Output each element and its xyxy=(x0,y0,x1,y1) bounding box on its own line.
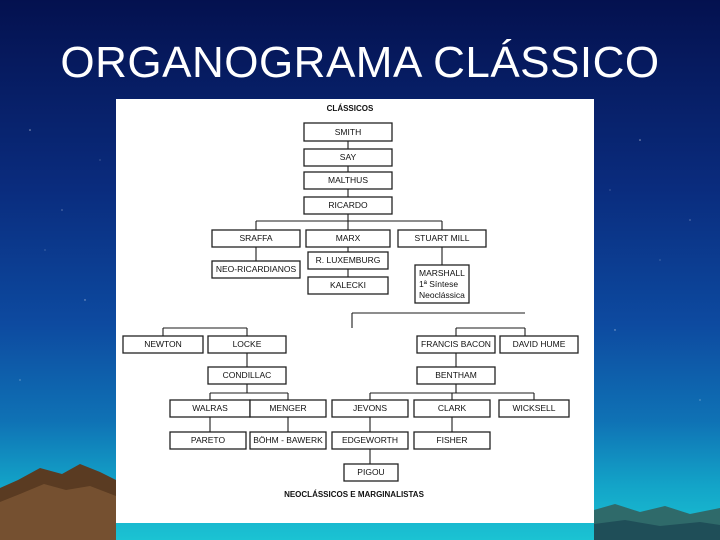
node-label: CLARK xyxy=(438,403,467,413)
node-label: NEWTON xyxy=(144,339,182,349)
node-label: FISHER xyxy=(436,435,467,445)
node-kalecki: KALECKI xyxy=(307,276,389,295)
node-label: SMITH xyxy=(335,127,361,137)
node-label: PARETO xyxy=(191,435,226,445)
node-malthus: MALTHUS xyxy=(303,171,393,190)
mountain-landscape-background xyxy=(0,464,720,540)
node-bohm-bawerk: BÖHM - BAWERK xyxy=(249,431,327,450)
node-walras: WALRAS xyxy=(169,399,251,418)
node-wicksell: WICKSELL xyxy=(498,399,570,418)
node-label: MENGER xyxy=(269,403,306,413)
slide-title: ORGANOGRAMA CLÁSSICO xyxy=(60,38,660,87)
node-pigou: PIGOU xyxy=(343,463,399,482)
node-label: RICARDO xyxy=(328,200,368,210)
node-label: 1ª Síntese xyxy=(419,279,458,289)
classics-caption: CLÁSSICOS xyxy=(327,104,374,113)
node-label: PIGOU xyxy=(357,467,384,477)
node-label: MARSHALL xyxy=(419,268,465,278)
node-label: NEO-RICARDIANOS xyxy=(216,264,297,274)
node-pareto: PARETO xyxy=(169,431,247,450)
node-francis-bacon: FRANCIS BACON xyxy=(416,335,496,354)
node-label: FRANCIS BACON xyxy=(421,339,491,349)
node-label: CONDILLAC xyxy=(223,370,272,380)
connectors xyxy=(162,141,535,464)
node-jevons: JEVONS xyxy=(331,399,409,418)
node-label: BENTHAM xyxy=(435,370,477,380)
node-label: DAVID HUME xyxy=(513,339,566,349)
node-label: EDGEWORTH xyxy=(342,435,398,445)
organogram-panel: CLÁSSICOS NEOCLÁSSICOS E MARGINALISTAS S… xyxy=(116,99,594,523)
node-luxemburg: R. LUXEMBURG xyxy=(307,251,389,270)
node-bentham: BENTHAM xyxy=(416,366,496,385)
node-label: KALECKI xyxy=(330,280,366,290)
node-label: STUART MILL xyxy=(415,233,470,243)
node-newton: NEWTON xyxy=(122,335,204,354)
node-neo-ricardianos: NEO-RICARDIANOS xyxy=(211,260,301,279)
node-menger: MENGER xyxy=(249,399,327,418)
node-label: WALRAS xyxy=(192,403,228,413)
node-label: BÖHM - BAWERK xyxy=(253,435,323,445)
node-marshall: MARSHALL 1ª Síntese Neoclássica xyxy=(414,264,470,304)
node-say: SAY xyxy=(303,148,393,167)
node-clark: CLARK xyxy=(413,399,491,418)
node-label: R. LUXEMBURG xyxy=(316,255,381,265)
node-label: SAY xyxy=(340,152,357,162)
node-locke: LOCKE xyxy=(207,335,287,354)
node-marx: MARX xyxy=(305,229,391,248)
node-stuart-mill: STUART MILL xyxy=(397,229,487,248)
node-label: SRAFFA xyxy=(239,233,272,243)
node-edgeworth: EDGEWORTH xyxy=(331,431,409,450)
node-label: MALTHUS xyxy=(328,175,368,185)
node-label: WICKSELL xyxy=(513,403,556,413)
node-condillac: CONDILLAC xyxy=(207,366,287,385)
node-label: MARX xyxy=(336,233,361,243)
node-fisher: FISHER xyxy=(413,431,491,450)
node-david-hume: DAVID HUME xyxy=(499,335,579,354)
node-smith: SMITH xyxy=(303,122,393,142)
neoclassics-caption: NEOCLÁSSICOS E MARGINALISTAS xyxy=(284,490,425,499)
node-label: JEVONS xyxy=(353,403,387,413)
organogram-diagram: CLÁSSICOS NEOCLÁSSICOS E MARGINALISTAS S… xyxy=(122,104,579,499)
node-label: LOCKE xyxy=(233,339,262,349)
node-label: Neoclássica xyxy=(419,290,465,300)
node-ricardo: RICARDO xyxy=(303,196,393,215)
node-sraffa: SRAFFA xyxy=(211,229,301,248)
